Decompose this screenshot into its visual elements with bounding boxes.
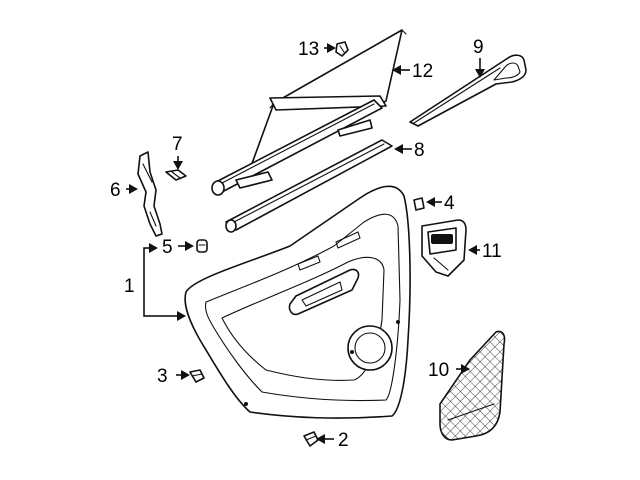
window-switch-part: [421, 219, 467, 277]
callout-8: 8: [414, 140, 425, 161]
sunshade-part: [211, 29, 407, 196]
speaker-grille-part: [439, 330, 506, 441]
callout-3: 3: [157, 366, 168, 387]
callout-1: 1: [124, 276, 135, 297]
callout-5: 5: [162, 237, 173, 258]
callout-4: 4: [444, 193, 455, 214]
screw-part: [303, 431, 319, 447]
fastener-part: [165, 169, 187, 181]
clip-5-part: [196, 239, 208, 253]
push-clip-3-part: [189, 369, 205, 383]
window-sill-part: [225, 139, 393, 233]
clip-4-part: [413, 197, 425, 211]
pull-handle-part: [409, 54, 527, 127]
callout-13: 13: [298, 39, 319, 60]
callout-2: 2: [338, 430, 349, 451]
clip-part: [335, 41, 349, 57]
callout-11: 11: [482, 241, 502, 262]
callout-labels: 1 2 3 4 5 6 7 8 9 10 11 12 13: [110, 37, 502, 451]
callout-7: 7: [172, 134, 183, 155]
bracket-part: [137, 151, 163, 237]
door-trim-panel-part: [184, 185, 411, 419]
callout-12: 12: [412, 61, 433, 82]
callout-6: 6: [110, 180, 121, 201]
callout-9: 9: [473, 37, 484, 58]
callout-10: 10: [428, 360, 449, 381]
leader-lines: [126, 43, 485, 444]
